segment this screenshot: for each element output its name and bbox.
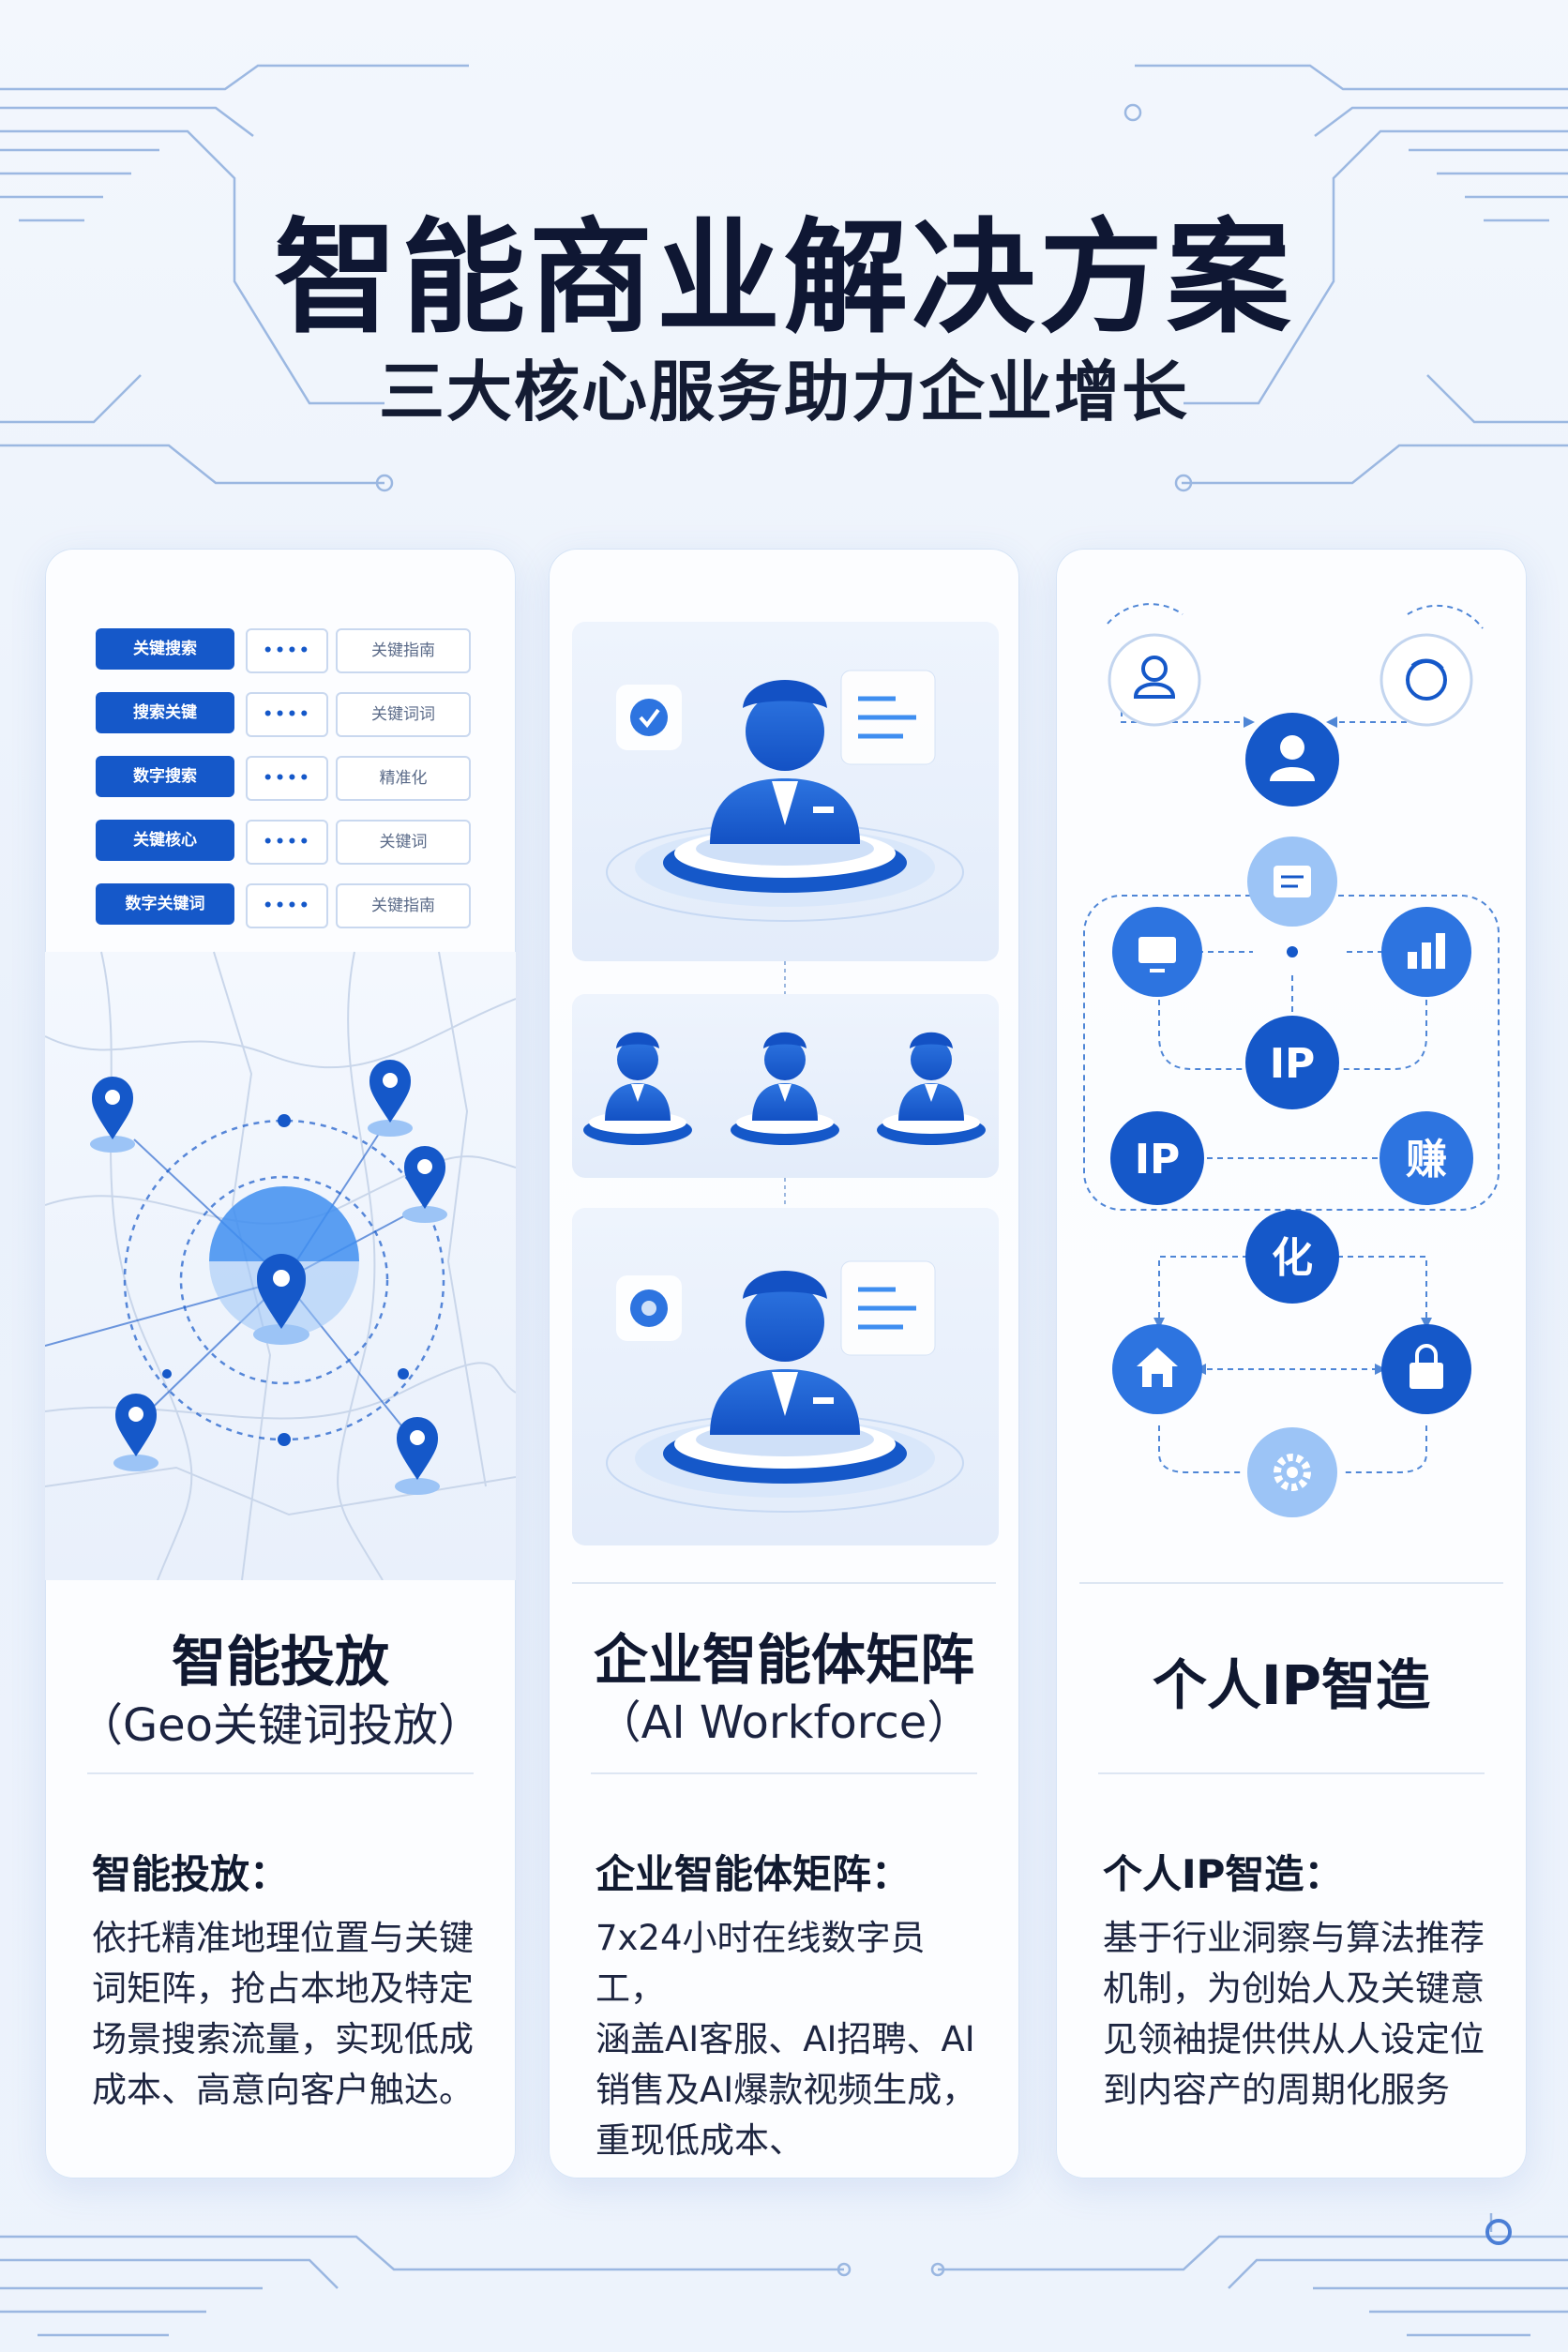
agent-small: [877, 1032, 986, 1145]
divider: [572, 1582, 996, 1584]
transform-node: [1245, 1210, 1339, 1304]
divider: [591, 1772, 977, 1774]
section-line: 依托精准地理位置与关键: [92, 1918, 474, 1958]
keyword-hint: 精准化: [336, 756, 471, 801]
earn-node: [1380, 1111, 1473, 1205]
card-smart-placement[interactable]: 关键搜索 •••• 关键指南 搜索关键 •••• 关键词词 数字搜索 •••• …: [45, 549, 516, 2179]
section-line: 重现低成本、: [596, 2120, 804, 2161]
section-text: 依托精准地理位置与关键 词矩阵，抢占本地及特定 场景搜索流量，实现低成 成本、高…: [92, 1913, 486, 2116]
section-line: 到内容产的周期化服务: [1103, 2070, 1450, 2110]
agent-large-bottom: [606, 1271, 964, 1513]
section-line: 成本、高意向客户触达。: [92, 2070, 474, 2110]
keyword-hint: 关键词: [336, 820, 471, 865]
cycle-outline-icon: [1380, 633, 1473, 727]
keyword-value: ••••: [246, 628, 328, 673]
agent-small: [583, 1032, 692, 1145]
keyword-hint: 关键词词: [336, 692, 471, 737]
agent-illustration: [572, 622, 999, 1545]
section-heading: 智能投放：: [92, 1851, 290, 1897]
section-line: 见领袖提供供从人设定位: [1103, 2019, 1485, 2059]
section-line: 7x24小时在线数字员工，: [596, 1918, 926, 2009]
card-subtitle: （AI Workforce）: [596, 1696, 972, 1749]
map-illustration: [45, 951, 516, 1580]
ip-center-node: [1245, 1016, 1339, 1109]
keyword-tag: 关键核心: [96, 820, 234, 861]
card-subtitle: （Geo关键词投放）: [77, 1699, 484, 1752]
page-subtitle: 三大核心服务助力企业增长: [379, 354, 1189, 430]
section-line: 词矩阵，抢占本地及特定: [92, 1968, 474, 2009]
section-text: 基于行业洞察与算法推荐 机制，为创始人及关键意 见领袖提供供从人设定位 到内容产…: [1103, 1913, 1497, 2116]
section-text: 7x24小时在线数字员工， 涵盖AI客服、AI招聘、AI 销售及AI爆款视频生成…: [596, 1913, 989, 2166]
section-line: 场景搜索流量，实现低成: [92, 2019, 474, 2059]
ip-left-label: IP: [1135, 1136, 1181, 1184]
keyword-value: ••••: [246, 692, 328, 737]
keyword-value: ••••: [246, 820, 328, 865]
card-ai-workforce[interactable]: 企业智能体矩阵 （AI Workforce） 企业智能体矩阵： 7x24小时在线…: [549, 549, 1019, 2179]
divider: [1098, 1772, 1485, 1774]
keyword-tag: 数字搜索: [96, 756, 234, 797]
transform-label: 化: [1272, 1234, 1313, 1282]
agent-small: [731, 1032, 839, 1145]
keyword-tag: 关键搜索: [96, 628, 234, 670]
ip-center-label: IP: [1270, 1040, 1316, 1088]
section-line: 销售及AI爆款视频生成，: [596, 2070, 977, 2110]
section-heading: 企业智能体矩阵：: [596, 1851, 912, 1897]
page-title: 智能商业解决方案: [274, 206, 1294, 351]
divider: [1079, 1582, 1503, 1584]
keyword-tag: 数字关键词: [96, 883, 234, 925]
ip-flow-visual: IP IP 赚 化: [1056, 549, 1527, 1580]
agent-large-top: [606, 680, 964, 922]
card-title: 企业智能体矩阵: [593, 1628, 974, 1692]
keyword-value: ••••: [246, 883, 328, 928]
agent-matrix-visual: [549, 549, 1019, 1580]
section-line: 涵盖AI客服、AI招聘、AI: [596, 2019, 975, 2059]
keyword-hint: 关键指南: [336, 628, 471, 673]
earn-label: 赚: [1406, 1136, 1447, 1184]
keyword-tag: 搜索关键: [96, 692, 234, 733]
divider: [87, 1772, 474, 1774]
geo-map-visual: 关键搜索 •••• 关键指南 搜索关键 •••• 关键词词 数字搜索 •••• …: [45, 549, 516, 1580]
card-title: 个人IP智造: [1152, 1653, 1431, 1717]
card-title: 智能投放: [171, 1630, 389, 1694]
ip-flow-diagram: IP IP 赚 化: [1083, 603, 1500, 1517]
section-line: 基于行业洞察与算法推荐: [1103, 1918, 1485, 1958]
ip-left-node: [1110, 1111, 1204, 1205]
keyword-hint: 关键指南: [336, 883, 471, 928]
card-personal-ip[interactable]: IP IP 赚 化 个人IP智造 个人IP智造： 基于行业洞察与算法推荐 机制，…: [1056, 549, 1527, 2179]
keyword-value: ••••: [246, 756, 328, 801]
section-heading: 个人IP智造：: [1103, 1851, 1344, 1897]
section-line: 机制，为创始人及关键意: [1103, 1968, 1485, 2009]
